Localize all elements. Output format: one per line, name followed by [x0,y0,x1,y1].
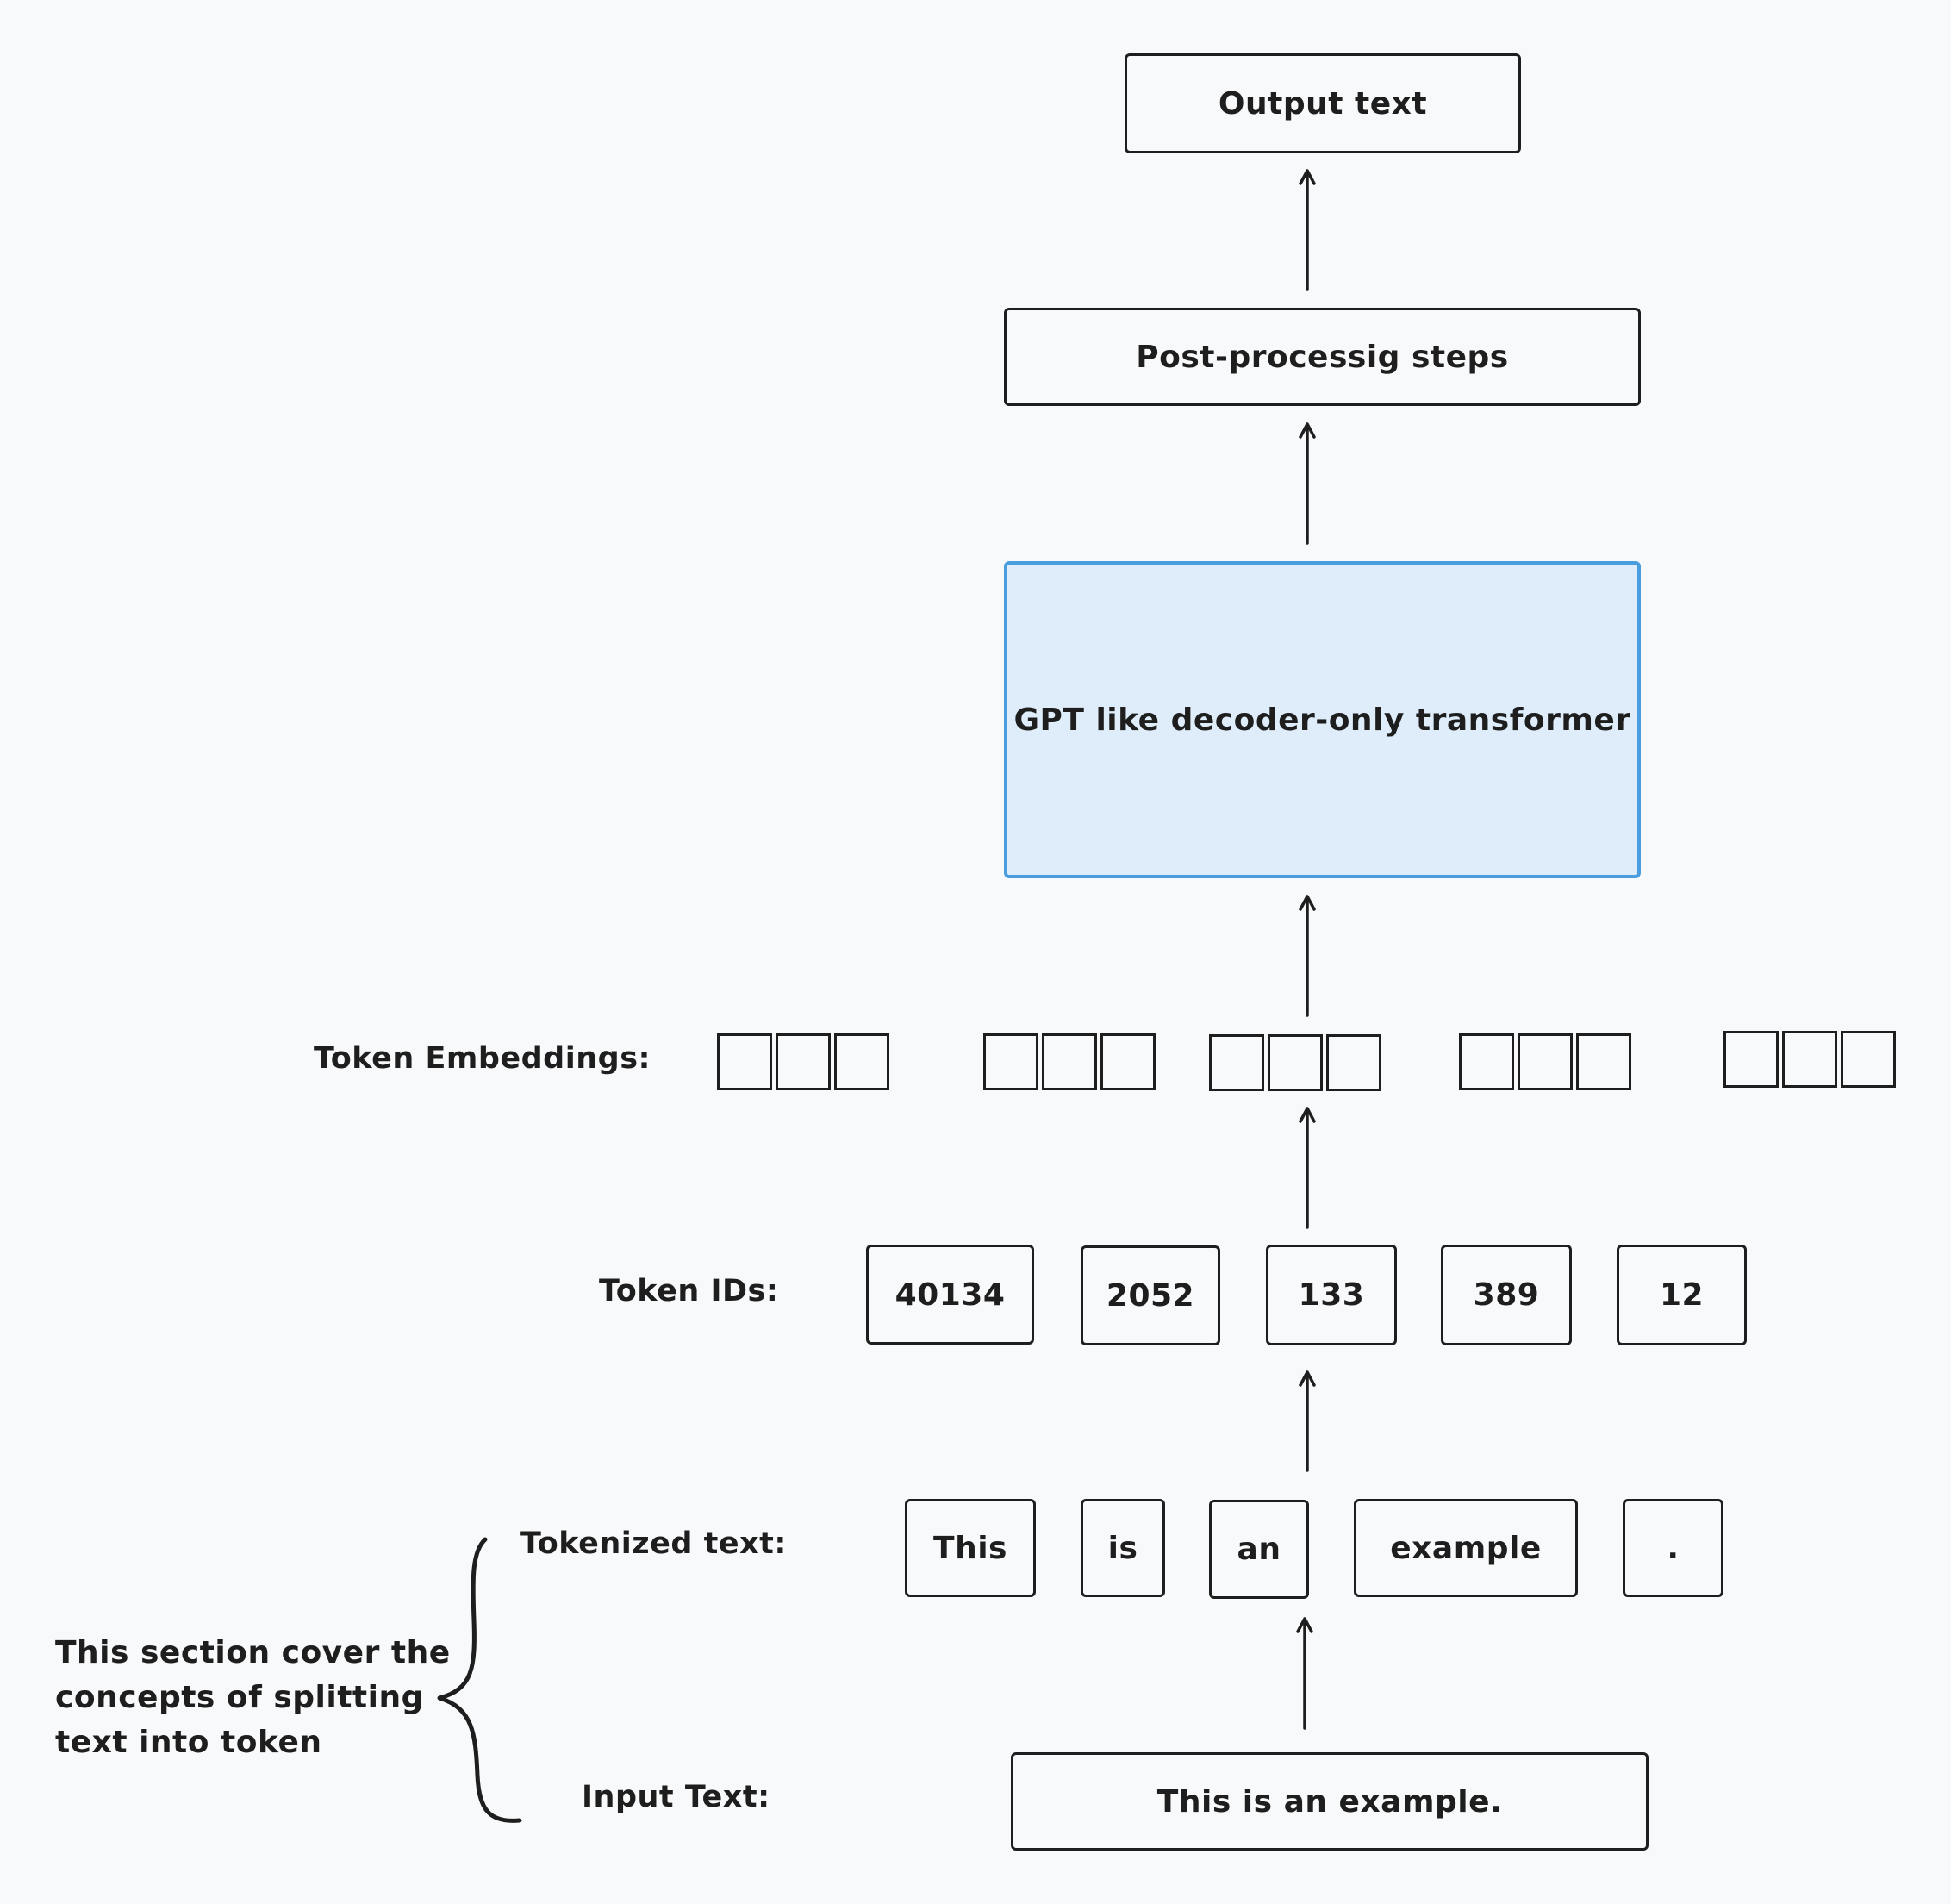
token-text: example [1390,1530,1542,1566]
token-ids-label: Token IDs: [599,1274,779,1308]
embedding-cell [1782,1031,1837,1088]
token-id-box: 40134 [866,1245,1034,1345]
embedding-cell [1518,1033,1573,1090]
arrow-model-to-postprocessing [1299,422,1316,545]
token-id-value: 133 [1298,1277,1365,1313]
embedding-cell [1042,1033,1097,1090]
token-text: an [1237,1532,1281,1567]
token-id-value: 2052 [1106,1277,1195,1314]
token-embeddings-label: Token Embeddings: [314,1041,651,1076]
token-id-box: 2052 [1081,1245,1220,1345]
token-box: an [1209,1500,1309,1599]
arrow-input-to-tokens [1296,1617,1313,1730]
annotation-line: concepts of splitting [55,1680,424,1715]
token-id-box: 12 [1617,1245,1747,1345]
arrow-ids-to-embeddings [1299,1107,1316,1229]
output-text-label: Output text [1218,85,1428,122]
embedding-cell [1723,1031,1779,1088]
embedding-cell [1576,1033,1631,1090]
embedding-cell [834,1033,889,1090]
input-text-box: This is an example. [1011,1752,1649,1851]
arrow-postprocessing-to-output [1299,169,1316,291]
token-text: This [933,1530,1007,1566]
token-id-box: 133 [1266,1245,1397,1345]
arrow-embeddings-to-model [1299,895,1316,1017]
embedding-cell [776,1033,831,1090]
annotation-line: This section cover the [55,1635,451,1670]
token-text: is [1107,1530,1138,1566]
input-text-value: This is an example. [1156,1783,1503,1820]
arrow-tokens-to-ids [1299,1370,1316,1472]
token-id-value: 12 [1659,1277,1705,1313]
embedding-cell [1268,1034,1323,1091]
post-processing-box: Post-processig steps [1004,308,1641,406]
embedding-cell [1459,1033,1514,1090]
embedding-cell [983,1033,1038,1090]
token-id-value: 389 [1473,1277,1540,1313]
embedding-cell [1326,1034,1381,1091]
transformer-model-label: GPT like decoder-only transformer [1013,702,1631,738]
embedding-cell [1209,1034,1264,1091]
token-box: . [1623,1499,1723,1597]
annotation-line: text into token [55,1725,322,1760]
token-id-value: 40134 [894,1277,1006,1313]
section-annotation: This section cover the concepts of split… [55,1631,451,1765]
curly-brace [437,1537,522,1823]
input-text-label: Input Text: [582,1780,770,1814]
token-box: This [905,1499,1036,1597]
token-id-box: 389 [1441,1245,1572,1345]
tokenized-text-label: Tokenized text: [520,1526,787,1561]
output-text-box: Output text [1125,53,1521,153]
embedding-cell [717,1033,772,1090]
token-text: . [1667,1530,1680,1566]
token-box: is [1081,1499,1165,1597]
embedding-cell [1100,1033,1156,1090]
transformer-model-box: GPT like decoder-only transformer [1004,561,1641,878]
post-processing-label: Post-processig steps [1136,339,1509,375]
embedding-cell [1841,1031,1896,1088]
token-box: example [1354,1499,1578,1597]
